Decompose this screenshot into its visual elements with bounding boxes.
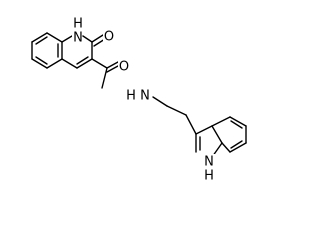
bond: [230, 140, 243, 149]
bond: [229, 116, 247, 127]
atom-label-h: H: [204, 169, 214, 184]
label-bg: [72, 22, 82, 48]
atom-labels: H N O O N H N H: [72, 17, 216, 184]
label-bg: [118, 60, 130, 74]
atom-label-h: H: [73, 17, 83, 32]
bond: [185, 114, 197, 135]
bond: [76, 56, 89, 65]
bond: [106, 65, 119, 73]
atom-label-o: O: [104, 30, 114, 45]
bond: [35, 56, 48, 65]
bond: [31, 32, 48, 43]
atom-label-n: N: [73, 31, 83, 46]
bond-lines: [31, 32, 247, 161]
atom-label-o: O: [119, 60, 129, 75]
atom-label-n: N: [140, 89, 150, 104]
label-bg: [138, 89, 152, 103]
bond: [91, 58, 108, 69]
bond: [211, 116, 231, 127]
bond: [61, 35, 73, 43]
bond: [229, 142, 247, 153]
bond: [31, 58, 48, 69]
bond: [166, 105, 187, 116]
bond: [230, 120, 243, 129]
bond: [152, 96, 168, 107]
bond: [46, 58, 63, 69]
bond: [76, 58, 93, 69]
label-bg: [103, 30, 115, 44]
atom-label-h: H: [126, 89, 136, 104]
label-bg: [202, 154, 216, 182]
molecule-structure: H N O O N H N H: [31, 17, 247, 184]
atom-label-n: N: [204, 155, 214, 170]
bond: [101, 67, 108, 89]
bond: [82, 35, 93, 43]
structure-svg: H N O O N H N H: [31, 17, 247, 184]
bond: [46, 32, 63, 43]
bond: [106, 61, 119, 69]
bond: [221, 142, 231, 153]
bond: [61, 58, 78, 69]
bond: [35, 36, 48, 45]
bond: [211, 125, 223, 144]
bond: [91, 34, 104, 43]
bond: [195, 125, 213, 135]
